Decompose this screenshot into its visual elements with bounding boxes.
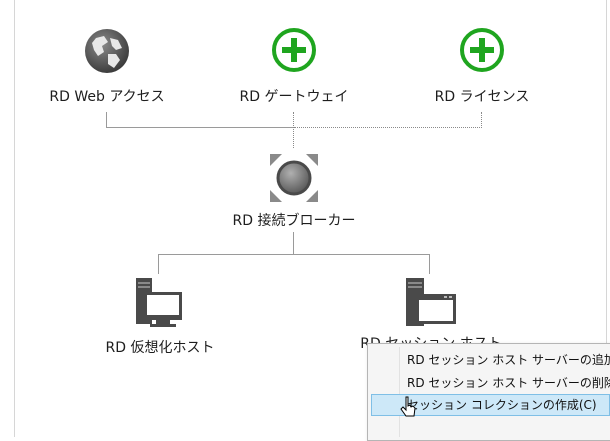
label-rd-broker: RD 接続ブローカー [232,213,356,229]
context-menu-gutter [371,347,400,437]
connector-broker-down [293,232,294,254]
node-rd-gateway[interactable] [270,26,318,74]
node-rd-web[interactable] [80,26,134,106]
menu-item-remove-session-host[interactable]: RD セッション ホスト サーバーの削除(O) [407,376,610,390]
node-rd-session[interactable] [404,276,458,328]
context-menu: RD セッション ホスト サーバーの追加(S) RD セッション ホスト サーバ… [367,343,610,441]
label-rd-license: RD ライセンス [434,89,530,105]
connector-bottom-horizontal [158,254,430,255]
connector-session-down [429,254,430,274]
add-icon [460,28,504,72]
mouse-pointer-icon [400,396,416,417]
server-window-icon [406,278,456,326]
menu-item-add-session-host[interactable]: RD セッション ホスト サーバーの追加(S) [407,353,610,367]
connector-license-down [481,112,482,128]
label-rd-gateway: RD ゲートウェイ [239,89,349,105]
globe-icon [85,29,129,73]
connector-virtual-down [158,254,159,274]
node-rd-virtual[interactable] [134,276,184,328]
server-icon [136,278,182,327]
connector-web-down [106,112,107,128]
add-icon [272,28,316,72]
node-rd-license[interactable] [458,26,506,74]
broker-icon [270,154,318,202]
connector-top-horizontal [106,127,294,128]
menu-item-create-collection[interactable]: セッション コレクションの作成(C) [371,394,610,416]
connector-license-horizontal [294,127,482,128]
panel-border-left [14,0,15,437]
connector-gateway-down [293,112,294,148]
label-rd-virtual: RD 仮想化ホスト [105,340,215,356]
node-rd-broker[interactable] [268,152,320,204]
label-rd-web: RD Web アクセス [49,89,165,105]
panel-border-right [606,0,607,437]
